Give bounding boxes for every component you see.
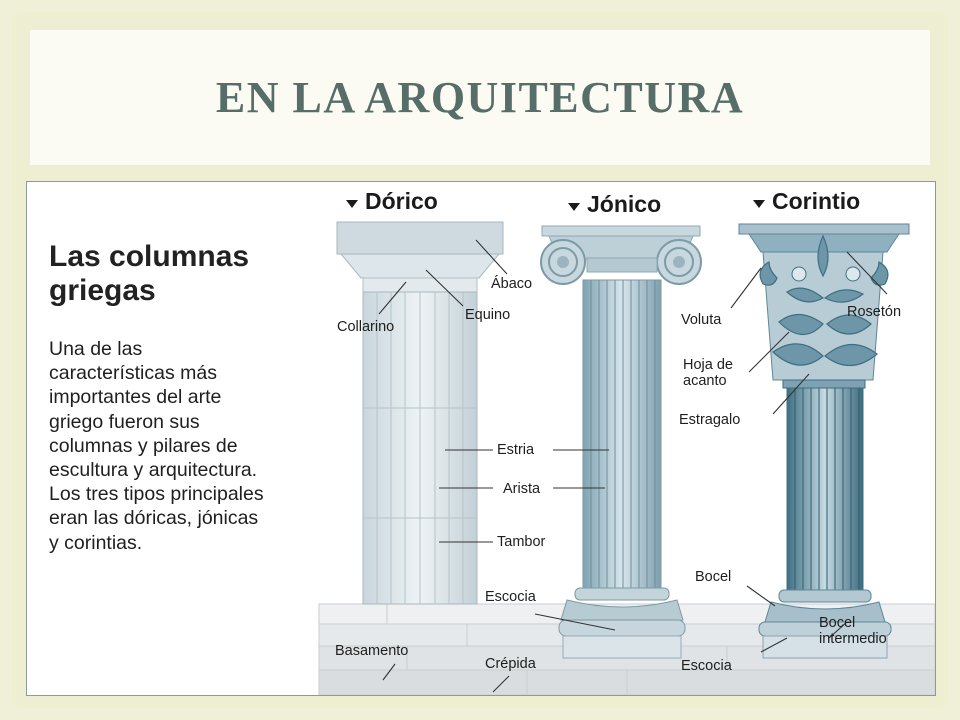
label-collarino: Collarino bbox=[337, 319, 395, 335]
label-equino: Equino bbox=[465, 307, 511, 323]
label-escocia-right: Escocia bbox=[681, 658, 732, 674]
label-hoja-de-acanto: Hoja de acanto bbox=[683, 357, 733, 389]
triangle-down-icon bbox=[753, 199, 765, 208]
label-estria: Estria bbox=[497, 442, 535, 458]
slide-title: EN LA ARQUITECTURA bbox=[215, 73, 745, 122]
triangle-down-icon bbox=[346, 199, 358, 208]
corinthian-order-label: Corintio bbox=[772, 188, 861, 214]
label-crepida: Crépida bbox=[485, 656, 536, 672]
label-roseton: Rosetón bbox=[847, 304, 902, 320]
label-tambor: Tambor bbox=[497, 534, 546, 550]
triangle-down-icon bbox=[568, 202, 580, 211]
label-bocel: Bocel bbox=[695, 569, 732, 585]
ionic-column bbox=[540, 225, 702, 659]
columns-illustration bbox=[318, 221, 935, 695]
ionic-order-heading: Jónico bbox=[568, 191, 661, 218]
figure-heading: Las columnas griegas bbox=[49, 240, 250, 307]
label-estragalo: Estragalo bbox=[679, 412, 741, 428]
greek-columns-figure: Las columnas griegas Una de las caracter… bbox=[26, 181, 936, 696]
doric-column bbox=[336, 221, 504, 605]
corinthian-column bbox=[738, 223, 910, 659]
label-voluta: Voluta bbox=[681, 312, 722, 328]
label-escocia-center: Escocia bbox=[485, 589, 536, 605]
ionic-order-label: Jónico bbox=[587, 191, 662, 217]
doric-order-label: Dórico bbox=[365, 188, 438, 214]
corinthian-order-heading: Corintio bbox=[753, 188, 860, 215]
label-leader-lines bbox=[378, 239, 888, 693]
figure-paragraph: Una de las características más important… bbox=[49, 338, 264, 554]
label-abaco: Ábaco bbox=[491, 276, 533, 292]
label-arista: Arista bbox=[503, 481, 541, 497]
label-basamento: Basamento bbox=[335, 643, 409, 659]
label-bocel-intermedio: Bocel intermedio bbox=[819, 615, 887, 647]
title-box: EN LA ARQUITECTURA bbox=[30, 30, 930, 165]
doric-order-heading: Dórico bbox=[346, 188, 438, 215]
